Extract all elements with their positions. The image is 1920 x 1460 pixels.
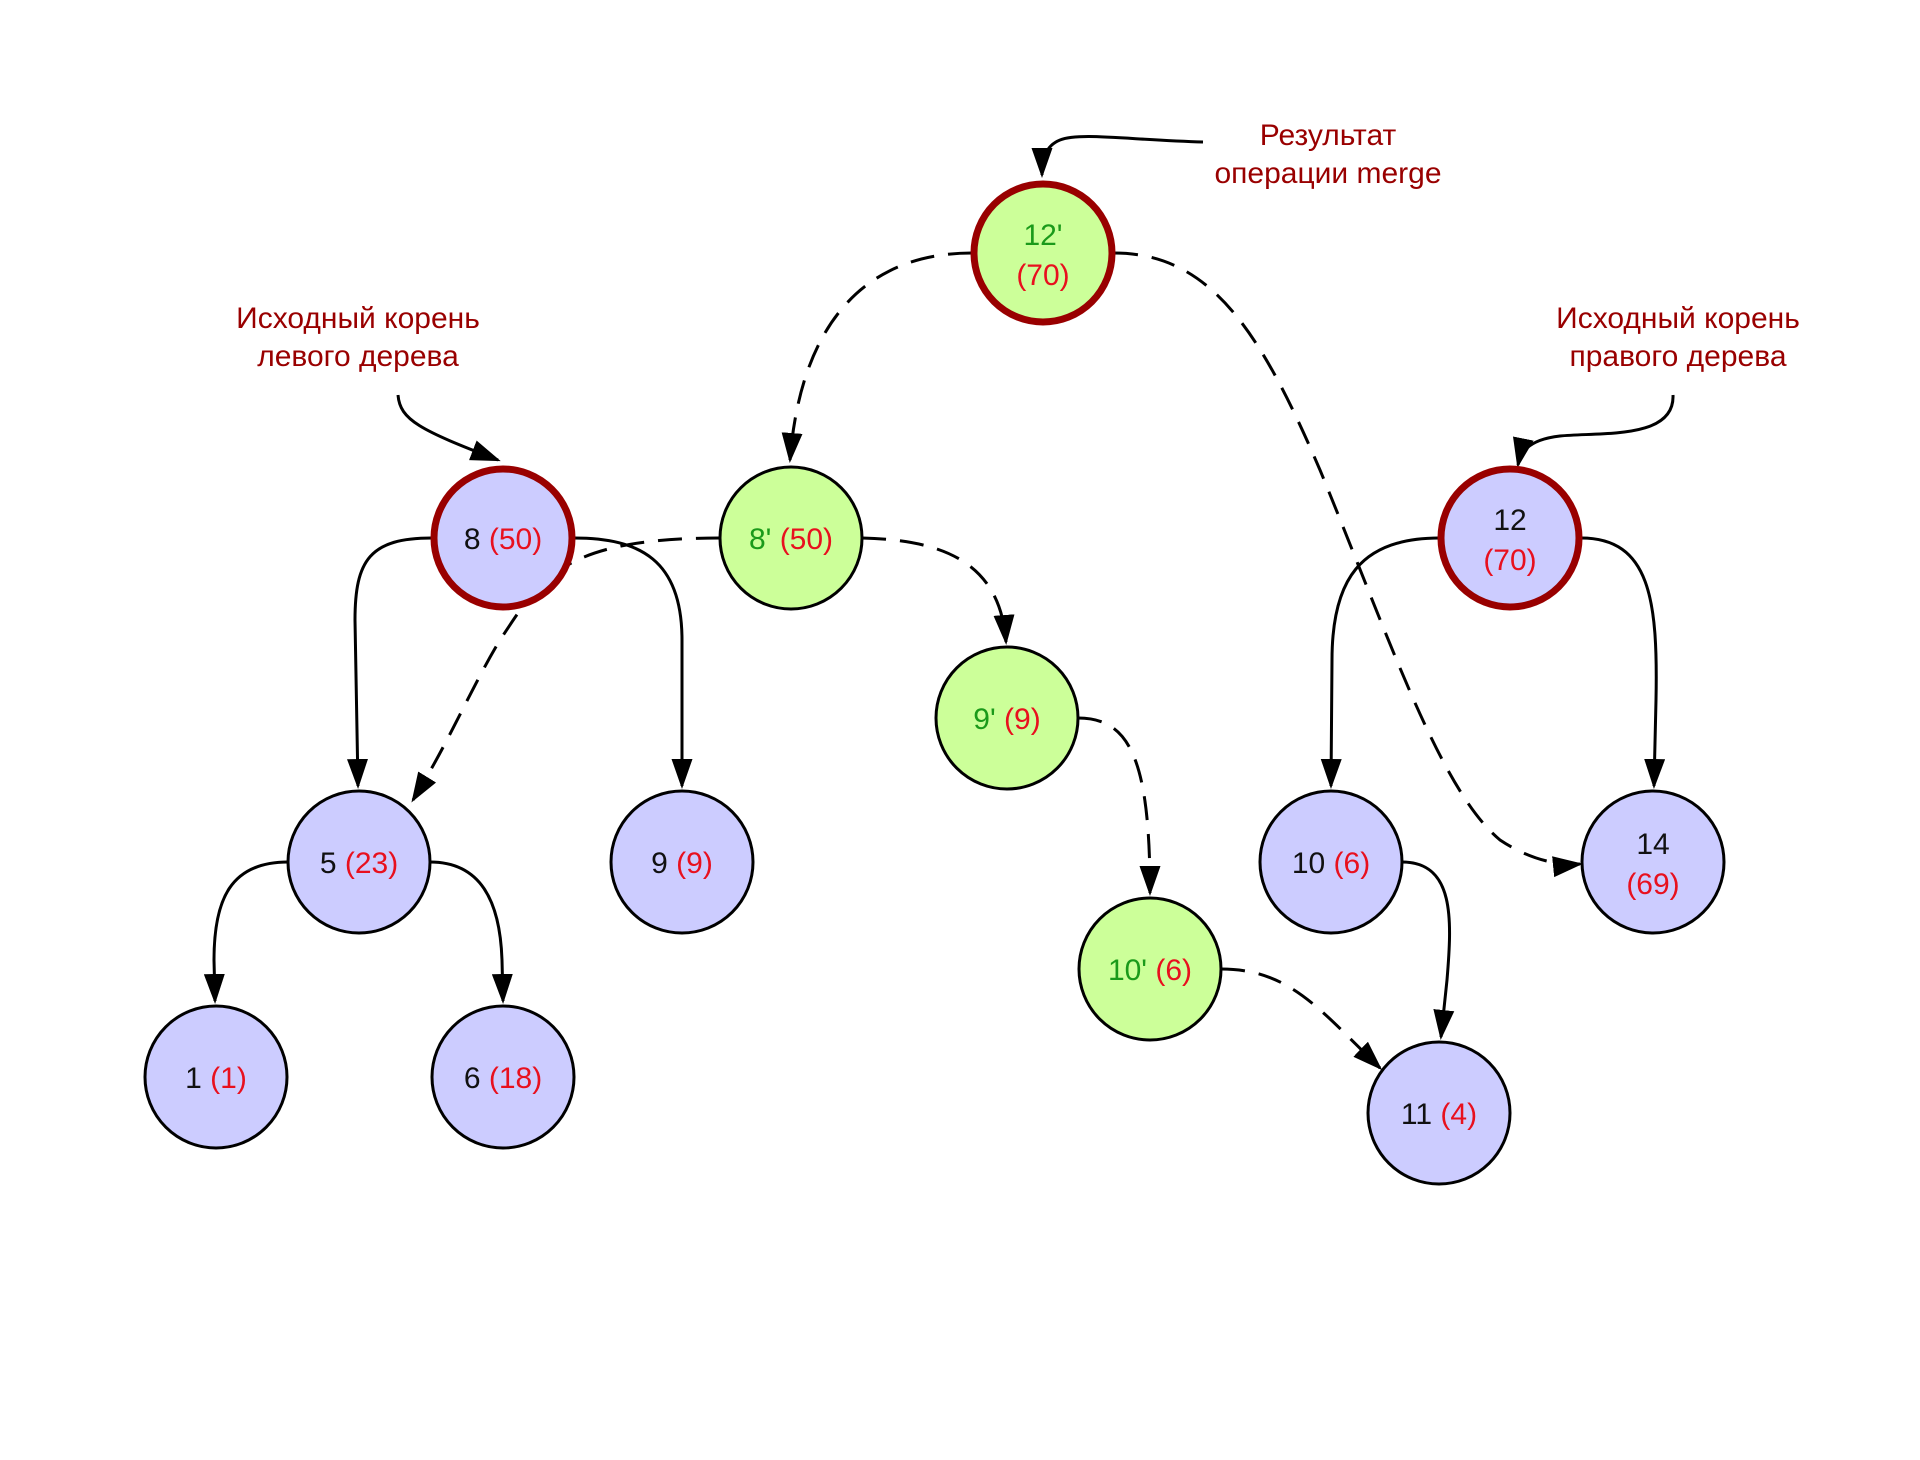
edges-layer (203, 251, 1666, 1071)
edge-n5-n6-solid (429, 860, 513, 1004)
node-key: 10 (1292, 847, 1325, 880)
node-label: 9 (9) (651, 847, 713, 880)
node-priority: (4) (1432, 1098, 1477, 1131)
node-circle (1580, 789, 1726, 935)
tree-node-n6: 6 (18) (430, 1004, 576, 1150)
node-priority: (6) (1147, 954, 1192, 987)
node-key: 11 (1401, 1098, 1432, 1131)
annotation-line: правого дерева (1569, 340, 1786, 373)
node-circle (430, 465, 576, 611)
node-key: 10' (1108, 954, 1147, 987)
node-label: 11 (4) (1401, 1098, 1477, 1131)
node-label: 8 (50) (464, 523, 542, 556)
node-key: 9' (973, 703, 995, 736)
annotation-left-root: Исходный корень левого дерева (236, 302, 501, 462)
node-priority: (50) (481, 523, 543, 556)
tree-node-n11: 11 (4) (1366, 1040, 1512, 1186)
edge-n12-n14-solid (1580, 536, 1666, 789)
edge-n12-n10-solid (1320, 536, 1440, 789)
tree-node-n9p: 9' (9) (934, 645, 1080, 791)
node-label: 1 (1) (185, 1062, 247, 1095)
node-circle (1258, 789, 1404, 935)
tree-node-n8: 8 (50) (430, 465, 576, 611)
annotation-arrow (1031, 135, 1204, 178)
node-circle (609, 789, 755, 935)
tree-node-n5: 5 (23) (286, 789, 432, 935)
tree-node-n12p: 12' (70) (970, 180, 1116, 326)
annotation-line: операции merge (1214, 157, 1441, 190)
node-key: 8 (464, 523, 481, 556)
annotation-right-root: Исходный корень правого дерева (1513, 302, 1800, 468)
node-circle (970, 180, 1116, 326)
edge-n12p-n8p-dashed (781, 251, 973, 463)
edge-n8-n5-solid (347, 536, 433, 789)
node-key: 9 (651, 847, 668, 880)
tree-node-n1: 1 (1) (143, 1004, 289, 1150)
tree-node-n8p: 8' (50) (718, 465, 864, 611)
node-priority: (70) (1483, 544, 1536, 577)
node-circle (934, 645, 1080, 791)
tree-node-n9: 9 (9) (609, 789, 755, 935)
annotation-line: Исходный корень (1556, 302, 1800, 335)
node-key: 5 (320, 847, 337, 880)
annotation-arrow (1513, 394, 1675, 468)
tree-node-n10: 10 (6) (1258, 789, 1404, 935)
node-key: 12' (1023, 219, 1062, 252)
node-priority: (1) (202, 1062, 247, 1095)
node-priority: (69) (1626, 868, 1679, 901)
node-priority: (9) (668, 847, 713, 880)
edge-n5-n1-solid (203, 860, 289, 1004)
node-key: 1 (185, 1062, 202, 1095)
nodes-layer: 12'(70)8 (50)8' (50)12(70)9' (9)5 (23)9 … (143, 180, 1726, 1186)
edge-n8-n9-solid (573, 536, 693, 789)
node-label: 9' (9) (973, 703, 1040, 736)
node-circle (143, 1004, 289, 1150)
node-circle (286, 789, 432, 935)
node-circle (1366, 1040, 1512, 1186)
node-priority: (50) (771, 523, 833, 556)
node-key: 8' (749, 523, 771, 556)
node-key: 12 (1493, 504, 1526, 537)
node-label: 8' (50) (749, 523, 833, 556)
node-circle (1077, 896, 1223, 1042)
node-label: 5 (23) (320, 847, 398, 880)
node-priority: (9) (996, 703, 1041, 736)
edge-n9p-n10p-dashed (1077, 716, 1161, 896)
annotation-arrow (396, 394, 501, 462)
annotation-line: левого дерева (257, 340, 459, 373)
tree-node-n10p: 10' (6) (1077, 896, 1223, 1042)
edge-n10p-n11-dashed (1220, 967, 1383, 1071)
node-priority: (70) (1016, 259, 1069, 292)
node-label: 10' (6) (1108, 954, 1192, 987)
node-key: 6 (464, 1062, 481, 1095)
node-circle (718, 465, 864, 611)
node-priority: (6) (1325, 847, 1370, 880)
edge-n10-n11-solid (1401, 860, 1455, 1040)
node-priority: (23) (337, 847, 399, 880)
annotation-merge-result: Результат операции merge (1031, 119, 1442, 190)
edge-n12p-n14-dashed (1113, 251, 1583, 878)
node-key: 14 (1636, 828, 1669, 861)
edge-n8p-n9p-dashed (861, 536, 1015, 645)
node-label: 6 (18) (464, 1062, 542, 1095)
tree-node-n12: 12 (70) (1437, 465, 1583, 611)
node-circle (1437, 465, 1583, 611)
node-label: 10 (6) (1292, 847, 1370, 880)
node-priority: (18) (481, 1062, 543, 1095)
annotation-line: Исходный корень (236, 302, 480, 335)
annotation-line: Результат (1260, 119, 1397, 152)
node-circle (430, 1004, 576, 1150)
tree-node-n14: 14 (69) (1580, 789, 1726, 935)
